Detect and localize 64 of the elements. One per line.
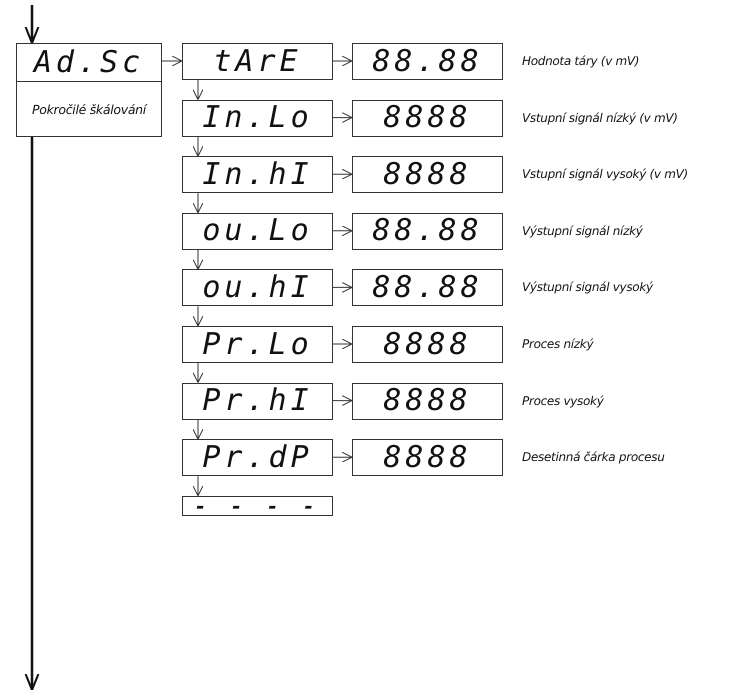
description-text: Hodnota táry (v mV)	[522, 54, 640, 68]
description-text: Desetinná čárka procesu	[522, 450, 665, 464]
display-text: 88.88	[371, 44, 484, 79]
arrow	[332, 282, 352, 293]
arrow	[192, 362, 204, 384]
display-text: 88.88	[371, 214, 484, 249]
value-display	[352, 439, 503, 476]
display-text: tArE	[212, 44, 303, 79]
description-text: Výstupní signál nízký	[522, 224, 643, 238]
display-text: In.hI	[201, 157, 314, 192]
arrow	[332, 225, 352, 236]
description-text: Proces vysoký	[522, 394, 604, 408]
value-display	[352, 269, 503, 306]
display-text: 8888	[382, 384, 473, 419]
display-text: In.Lo	[201, 100, 314, 136]
parameter-display	[182, 382, 333, 420]
description-text: Výstupní signál vysoký	[522, 280, 653, 294]
parameter-display	[182, 269, 333, 306]
arrow	[332, 168, 352, 180]
display-text: 8888	[382, 157, 473, 192]
value-display	[352, 326, 503, 363]
menu-box	[16, 43, 162, 137]
arrow	[192, 80, 204, 100]
parameter-display	[182, 326, 333, 363]
parameter-display	[182, 156, 333, 194]
display-text: Pr.Lo	[201, 327, 314, 362]
display-text: 88.88	[371, 270, 484, 306]
arrow	[192, 476, 204, 496]
arrow	[332, 395, 352, 406]
parameter-display	[182, 100, 333, 137]
arrow	[332, 112, 352, 124]
display-text: 8888	[382, 327, 473, 362]
arrow	[332, 56, 352, 66]
description-text: Proces nízký	[522, 337, 594, 351]
arrow	[192, 419, 204, 440]
display-text: 8888	[382, 440, 473, 476]
arrow	[192, 249, 204, 270]
value-display	[352, 382, 503, 420]
display-text: ou.Lo	[201, 214, 314, 249]
arrow	[332, 338, 352, 350]
display-text: ou.hI	[201, 270, 314, 306]
display-text: Pr.hI	[201, 384, 314, 419]
parameter-display	[182, 212, 333, 250]
parameter-display	[182, 496, 333, 516]
arrow	[192, 136, 204, 157]
parameter-display	[182, 43, 333, 80]
value-display	[352, 43, 503, 80]
description-text: Vstupní signál vysoký (v mV)	[522, 167, 688, 182]
parameter-display	[182, 439, 333, 476]
arrow	[192, 192, 204, 214]
description-text: Vstupní signál nízký (v mV)	[522, 110, 678, 125]
display-text: - - - -	[193, 496, 322, 515]
menu-label: Pokročilé škálování	[17, 81, 161, 136]
display-text: Ad.Sc	[32, 44, 146, 81]
value-display	[352, 100, 503, 137]
arrow	[24, 5, 40, 44]
arrow	[332, 452, 352, 463]
display-text: Pr.dP	[201, 440, 314, 476]
arrow	[162, 56, 182, 66]
arrow	[192, 306, 204, 326]
arrow	[24, 137, 40, 692]
value-display	[352, 212, 503, 250]
display-text: 8888	[382, 100, 473, 136]
value-display	[352, 156, 503, 194]
